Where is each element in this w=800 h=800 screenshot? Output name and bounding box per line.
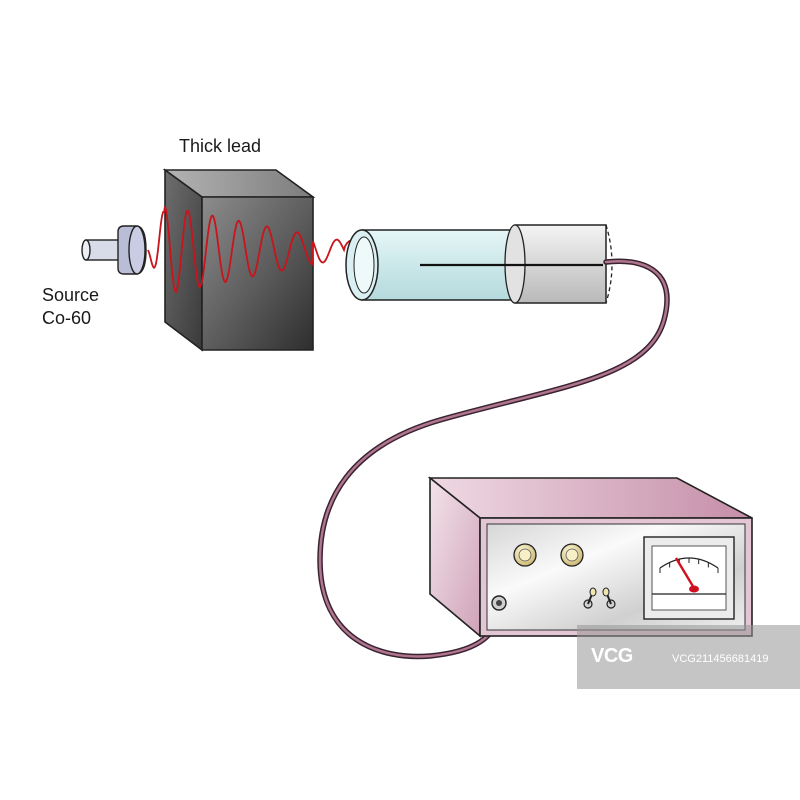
watermark: VCG VCG211456681419 [577,625,800,689]
knob-left[interactable] [513,543,537,567]
lead-shield-label: Thick lead [179,136,262,156]
watermark-logo: VCG [591,645,633,667]
geiger-tube [345,224,613,304]
counter-top-face [427,477,753,519]
signal-cable-fill [318,260,669,658]
toggle-switch-right[interactable] [602,587,616,609]
meter-needle-pivot [689,585,699,593]
source-label-line1: Source [42,285,100,305]
tube-inner-rim [353,236,375,294]
source-label: Source Co-60 [42,284,99,330]
counter-unit [427,476,753,638]
source-rod-end [81,239,91,261]
meter-needle [674,557,696,589]
lead-shield-block [162,168,316,352]
source-co60 [81,225,147,275]
tube-end-cap-right [605,224,613,304]
meter-face [651,545,727,611]
analog-meter [643,536,735,620]
toggle-switch-left[interactable] [583,587,597,609]
source-label-line2: Co-60 [42,308,92,328]
source-disc-face [128,225,146,275]
cable-socket [491,595,507,611]
knob-right[interactable] [560,543,584,567]
watermark-id: VCG211456681419 [672,653,769,665]
lead-side-face [201,196,314,351]
